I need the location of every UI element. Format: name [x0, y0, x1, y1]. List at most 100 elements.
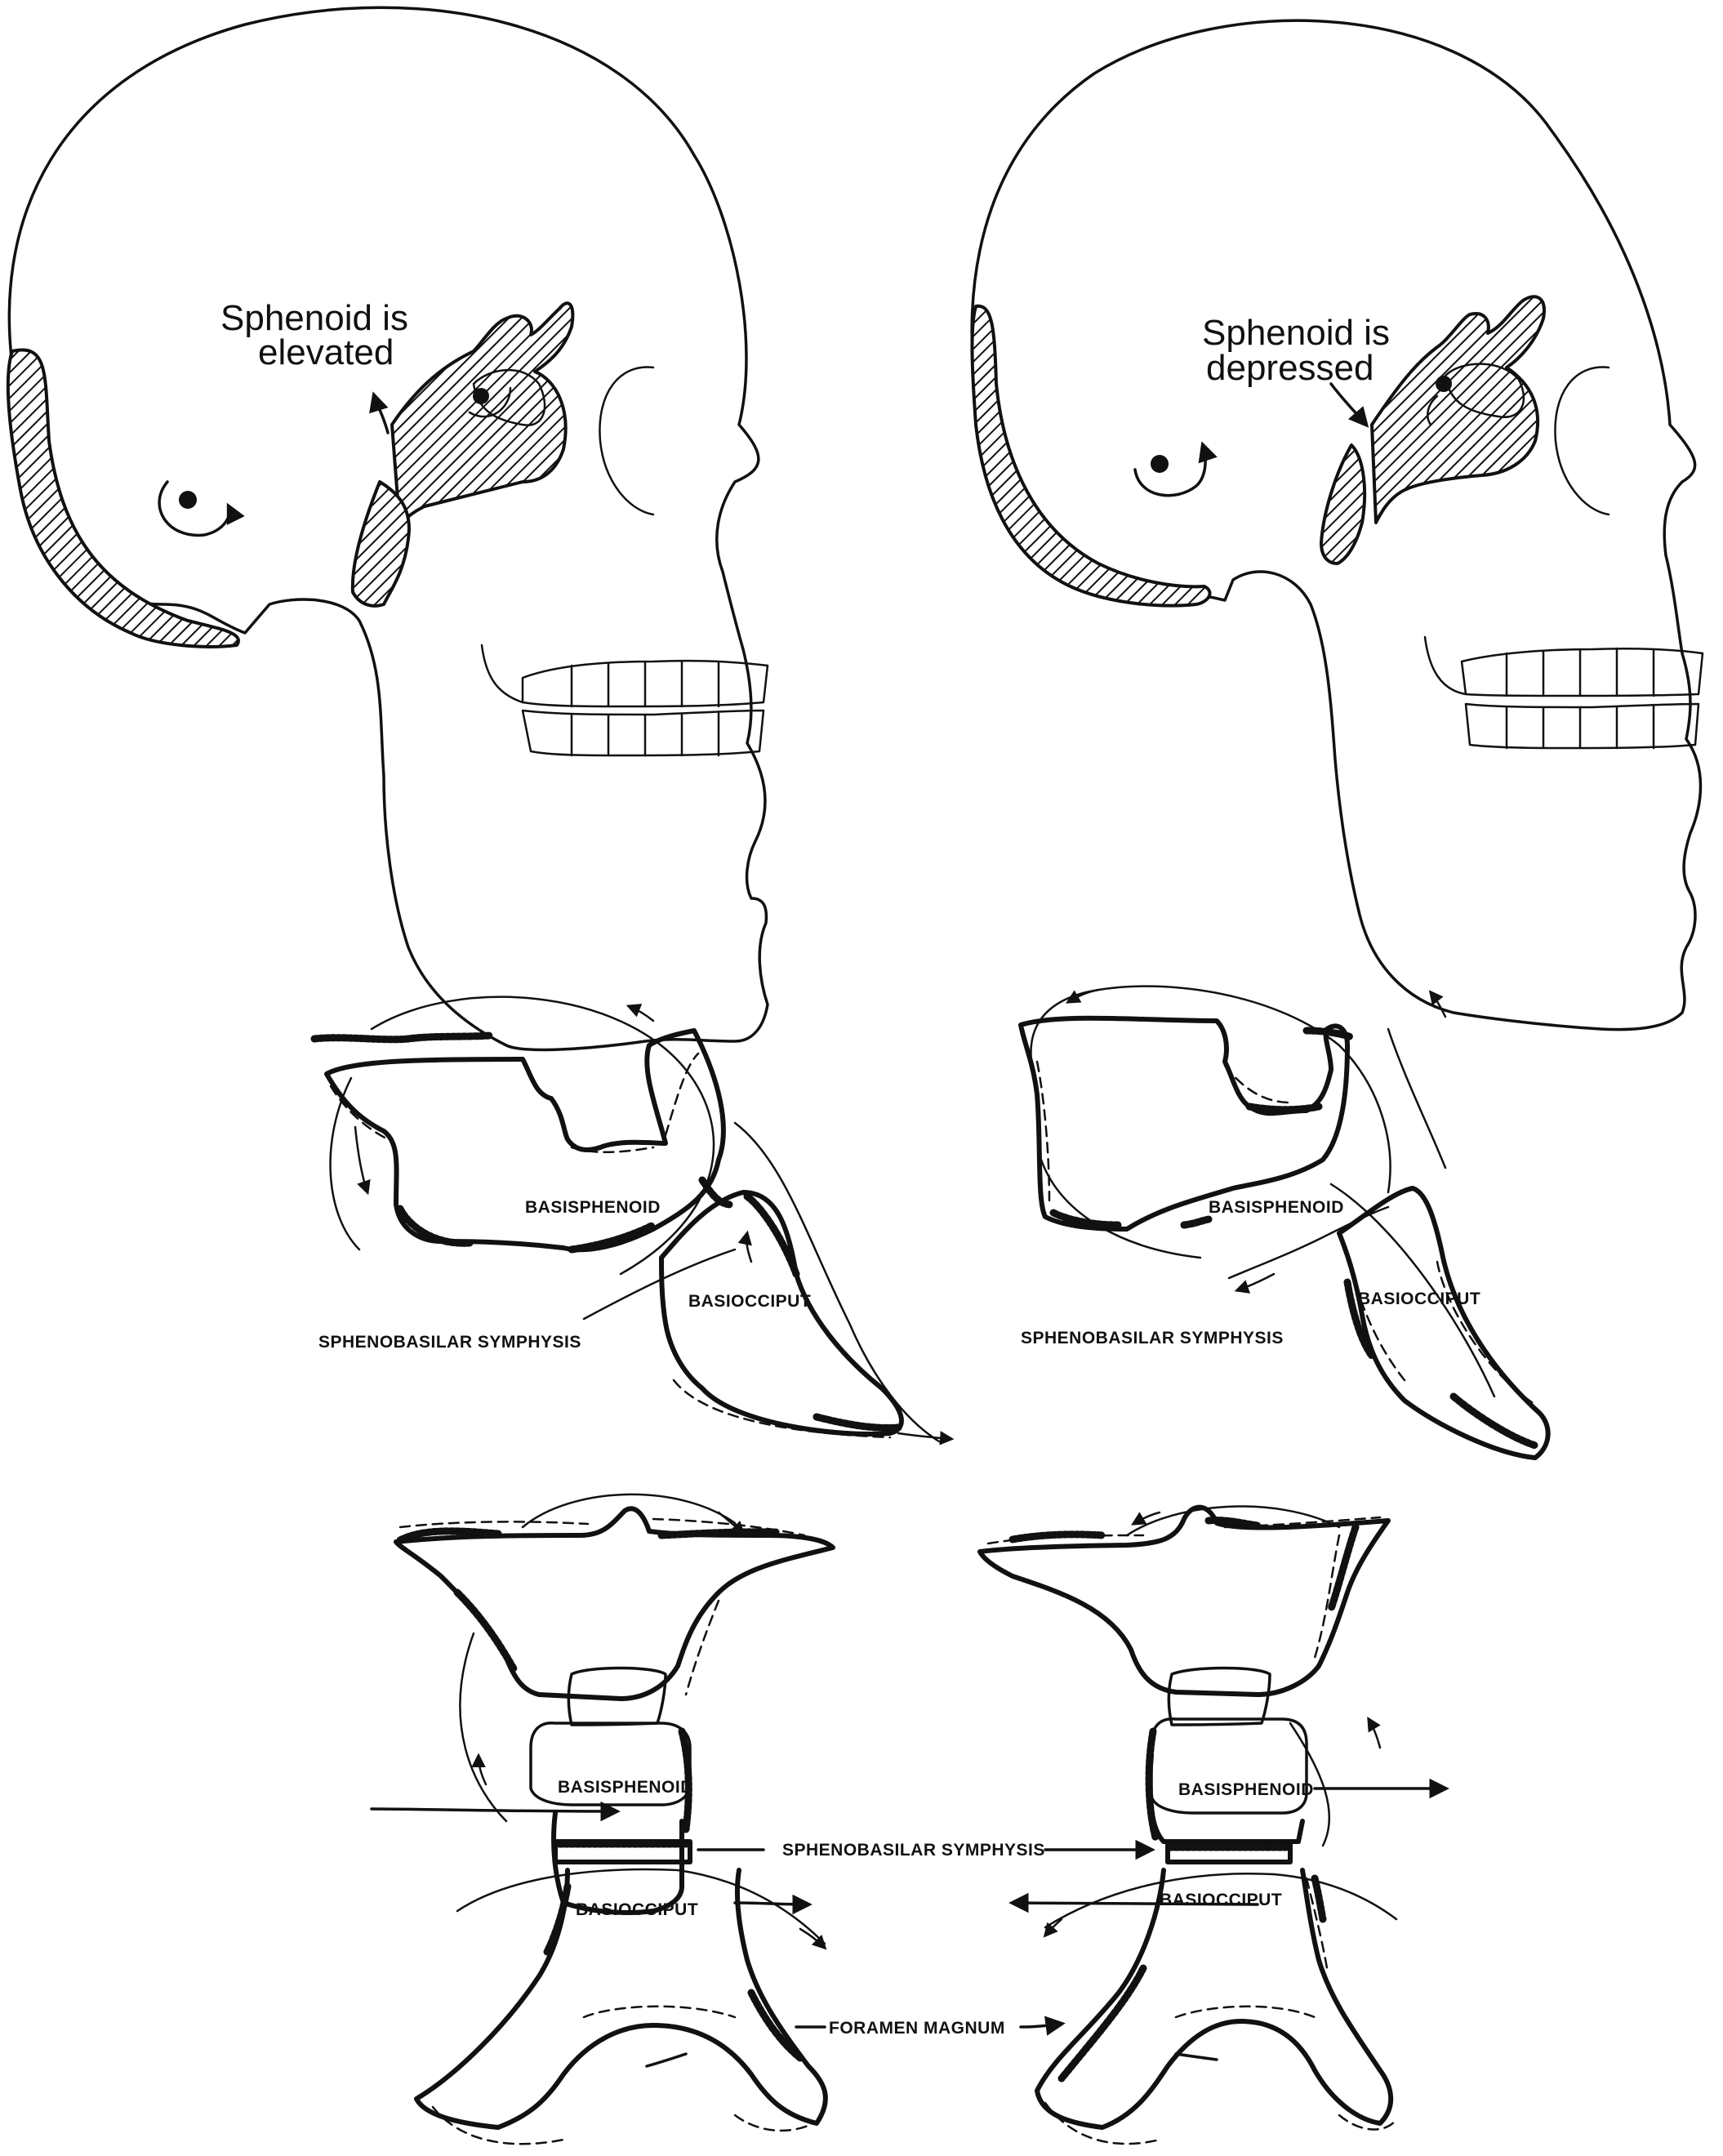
occiput-rotation-arrow [799, 1927, 827, 1950]
sphenoid-rotation-circle [1125, 1505, 1341, 1847]
foramen-magnum-label: FORAMEN MAGNUM [829, 2019, 1005, 2038]
zygomatic-cheek-curve [599, 366, 655, 516]
occiput-dashed [431, 2005, 826, 2145]
sphenoid-rotation-arrow [1130, 1511, 1161, 1526]
basiocciput-hatch [1343, 1278, 1539, 1450]
basiocciput-dashed-outline [672, 1379, 892, 1439]
sphenoid-rotation-arrow-right [1367, 1716, 1382, 1749]
basisphenoid-dashed-outline [1035, 1060, 1292, 1202]
occiput-rotation-arrow [737, 1230, 753, 1263]
basisphenoid-top-hatch [310, 1031, 494, 1044]
basisphenoid-label: BASISPHENOID [558, 1778, 693, 1797]
sphenoid-rotation-arrow [717, 1511, 746, 1536]
zygomatic-cheek-curve [1554, 366, 1610, 516]
skull-outline [970, 19, 1703, 1031]
sphenobasilar-symphysis-label: SPHENOBASILAR SYMPHYSIS [1021, 1329, 1284, 1348]
sphenoid-rotation-arrow-top [626, 1004, 655, 1022]
basisphenoid-label: BASISPHENOID [1178, 1780, 1314, 1799]
basisphenoid-label: BASISPHENOID [525, 1198, 661, 1217]
occiput-rotation-circle [733, 1121, 941, 1443]
expansion-arrow-right [733, 1894, 813, 1915]
sphenoid-elevated-label-line1: Sphenoid is [220, 298, 408, 338]
occiput-rotation-arc [1044, 1873, 1398, 1929]
basiocciput-label: BASIOCCIPUT [1358, 1290, 1480, 1308]
sphenoid-bone-hatch [1370, 295, 1546, 524]
occipital-rotation-indicator [158, 480, 245, 537]
sphenoid-depressed-label-line2: depressed [1206, 348, 1374, 388]
basiocciput-outline [1337, 1186, 1551, 1460]
occipital-rotation-indicator [1133, 441, 1218, 497]
sphenoid-depression-arrow [1329, 382, 1369, 428]
lower-teeth [1464, 702, 1700, 750]
sphenobasilar-symphysis-bottom-label: SPHENOBASILAR SYMPHYSIS [782, 1841, 1045, 1860]
symphysis-rotation-line [582, 1248, 737, 1321]
occipital-pivot-dot [179, 491, 197, 509]
sphenoid-wings-outline [394, 1506, 835, 1701]
basisphenoid-label: BASISPHENOID [1209, 1198, 1344, 1217]
basiocciput-outline [659, 1190, 904, 1437]
foramen-magnum-leader-right [1019, 2016, 1066, 2036]
orbit-opening [1444, 363, 1525, 419]
superior-view-extension: BASISPHENOID BASIOCCIPUT [977, 1504, 1449, 2145]
occiput-rotation-circle [1329, 1027, 1496, 1398]
sphenoid-elevated-label-line2: elevated [258, 332, 394, 372]
symphysis-hatch [698, 1176, 735, 1209]
lower-teeth [521, 709, 765, 757]
basisphenoid-hatch [1145, 1727, 1160, 1842]
sphenoid-pivot-dot [473, 388, 489, 404]
occipital-pivot-dot [1151, 455, 1169, 473]
occiput-tip-arrow [1234, 1272, 1276, 1294]
sella-turcica [1167, 1666, 1271, 1726]
teeth-dividers-lower [1505, 703, 1655, 750]
sphenoid-wings-hatch [396, 1527, 780, 1674]
sphenoid-rotation-arrow-top [1065, 988, 1100, 1004]
compression-arrow-left [1008, 1892, 1259, 1913]
occiput-hatch [543, 1882, 804, 2062]
sphenoid-rotation-arrow-left [471, 1753, 488, 1786]
sphenoid-rotation-circle [1030, 985, 1391, 1259]
basisphenoid-top-hatch [1245, 1027, 1356, 1114]
sphenoid-rotation-arc [468, 386, 512, 418]
occiput-outline [1035, 1868, 1394, 2130]
occipital-rotation-arrow [1133, 441, 1218, 497]
occiput-rotation-arrow [1428, 990, 1447, 1018]
skull-depressed: Sphenoid is depressed [970, 19, 1704, 1031]
sphenoid-rotation-circle [329, 996, 715, 1276]
foramen-magnum-marker [645, 2052, 688, 2068]
basisphenoid-hatch [678, 1727, 692, 1833]
occiput-hatch [1057, 1874, 1327, 2082]
teeth-dividers-lower [570, 710, 720, 757]
sagittal-sphenobasilar-flexion: BASISPHENOID BASIOCCIPUT SPHENOBASILAR S… [310, 996, 955, 1446]
upper-teeth [1460, 647, 1704, 697]
compression-arrow-left [370, 1801, 621, 1822]
sphenoid-rotation-arc [1427, 394, 1439, 426]
occiput-rotation-arrow [1043, 1918, 1063, 1938]
symphysis-plate [1165, 1839, 1293, 1864]
orbit-opening [472, 368, 546, 426]
temporal-hatch [350, 480, 411, 608]
cheek-line [1423, 635, 1467, 696]
skull-outline [7, 6, 769, 1052]
sphenoid-rotation-arrow-left [354, 1125, 371, 1196]
skull-occipital-hatch [6, 348, 240, 648]
sphenoid-pivot-dot [1436, 376, 1452, 392]
sagittal-sphenobasilar-extension: BASISPHENOID BASIOCCIPUT SPHENOBASILAR S… [1018, 985, 1551, 1460]
temporal-hatch [1320, 443, 1367, 565]
basiocciput-dashed-outline [1346, 1252, 1537, 1406]
sphenoid-elevation-arrow [369, 391, 390, 434]
occipital-rotation-arrow [158, 480, 245, 537]
cheek-line [480, 644, 524, 704]
sphenobasilar-symphysis-label: SPHENOBASILAR SYMPHYSIS [318, 1333, 581, 1352]
basisphenoid-outline [324, 1028, 726, 1253]
basiocciput-label: BASIOCCIPUT [1160, 1891, 1282, 1909]
shared-bottom-labels: SPHENOBASILAR SYMPHYSIS FORAMEN MAGNUM [697, 1839, 1155, 2038]
basisphenoid-dashed-outline [329, 1052, 700, 1153]
basisphenoid-outline [1018, 1015, 1350, 1232]
superior-view-flexion: BASISPHENOID BASIOCCIPUT [370, 1493, 835, 2145]
sphenoid-depressed-label-line1: Sphenoid is [1202, 313, 1390, 353]
occiput-outline [414, 1868, 828, 2130]
teeth-dividers-upper [570, 660, 720, 708]
sphenoid-rotation-circle [459, 1493, 737, 1823]
basisphenoid-bottom-hatch [1049, 1209, 1213, 1229]
